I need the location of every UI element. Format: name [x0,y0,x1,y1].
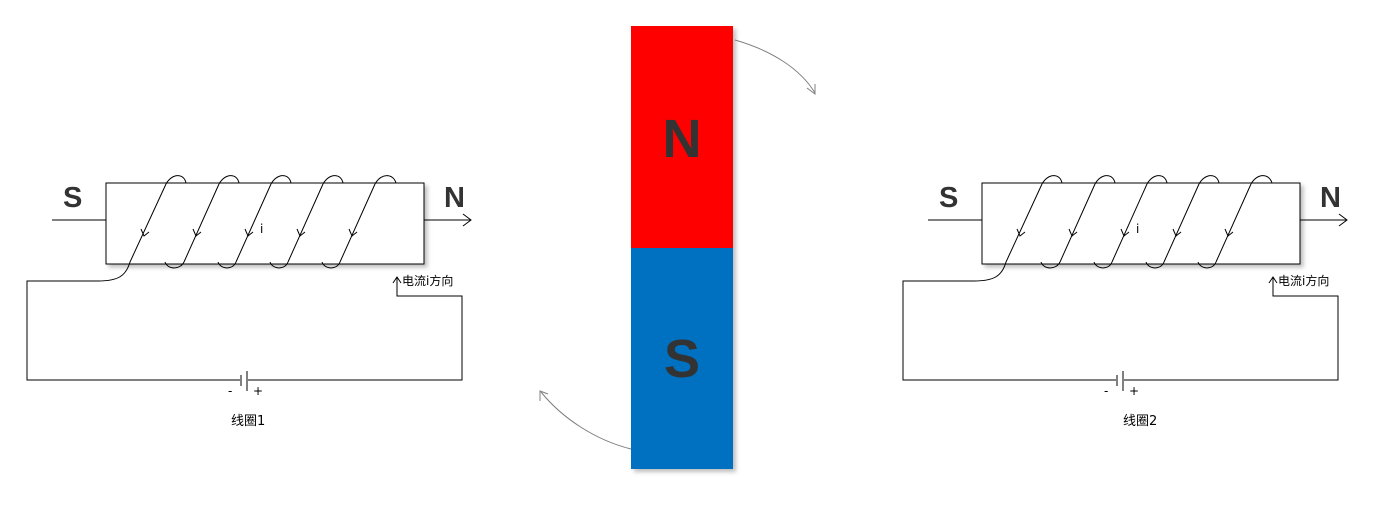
coil-1-title: 线圈1 [231,414,265,429]
magnet-north-half [631,26,733,248]
coil-2: S N i 电流i方向 - + 线圈2 [903,176,1347,429]
coil-1: S N i 电流i方向 - + 线圈1 [27,176,471,429]
coil-1-current-label: 电流i方向 [402,273,453,288]
coil-2-battery-minus: - [1104,384,1108,398]
coil-2-battery-plus: + [1129,384,1139,398]
coil-1-battery-minus: - [228,384,232,398]
magnet-south-half [631,248,733,469]
coil-1-left-pole: S [63,182,82,214]
magnet-south-label: S [664,329,700,389]
magnet-north-label: N [663,109,702,169]
coil-1-battery-plus: + [253,384,263,398]
coil-2-current-symbol: i [1136,222,1139,236]
rotation-arrow-bottom [539,390,632,450]
coil-2-title: 线圈2 [1123,414,1157,429]
coil-2-left-pole: S [939,182,958,214]
rotation-arrow-top-head [806,84,816,95]
coil-2-current-label: 电流i方向 [1278,273,1329,288]
bar-magnet [631,26,733,469]
coil-1-right-pole: N [444,182,465,214]
coil-2-right-pole: N [1320,182,1341,214]
rotation-arrow-top [734,39,816,95]
coil-1-current-symbol: i [260,222,263,236]
rotation-arrow-bottom-head [539,390,549,401]
rotation-arrow-bottom-arc [540,391,632,450]
rotation-arrow-top-arc [734,39,816,94]
